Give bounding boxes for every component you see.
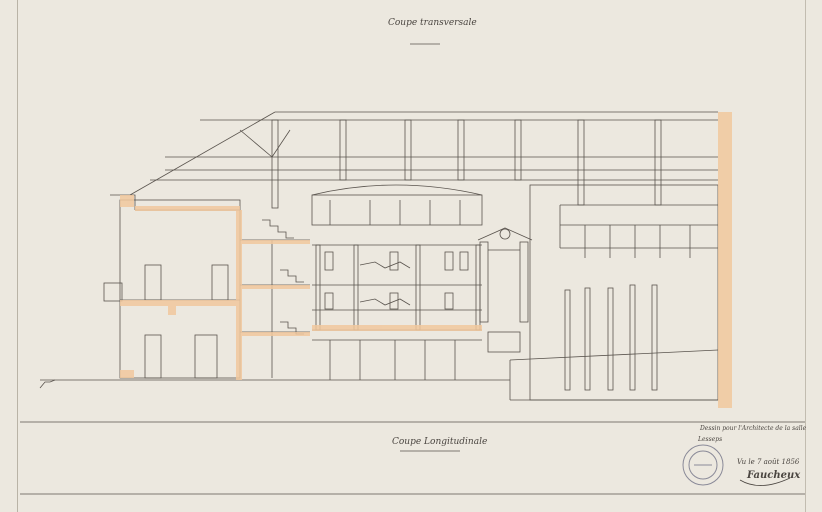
approval-note-line2: Lesseps bbox=[698, 436, 723, 443]
left-wing bbox=[103, 194, 241, 379]
margin-line-left bbox=[17, 0, 18, 512]
approval-date: Vu le 7 août 1856 bbox=[737, 458, 800, 466]
auditorium-tiers bbox=[311, 184, 483, 380]
signature-flourish bbox=[739, 477, 791, 486]
round-ink-stamp-icon bbox=[682, 444, 724, 486]
section-title-transversal: Coupe transversale bbox=[388, 18, 477, 28]
margin-line-right bbox=[805, 0, 806, 512]
roof-slope bbox=[129, 111, 276, 196]
stage-house bbox=[509, 184, 719, 401]
masonry-wash bbox=[120, 112, 732, 408]
ground-steps bbox=[39, 379, 56, 389]
approval-note-line1: Dessin pour l'Architecte de la salle bbox=[700, 425, 807, 432]
section-title-longitudinal: Coupe Longitudinale bbox=[392, 437, 488, 447]
architect-signature: Faucheux bbox=[747, 470, 801, 481]
roof-trusses bbox=[239, 119, 662, 209]
proscenium bbox=[477, 227, 533, 353]
